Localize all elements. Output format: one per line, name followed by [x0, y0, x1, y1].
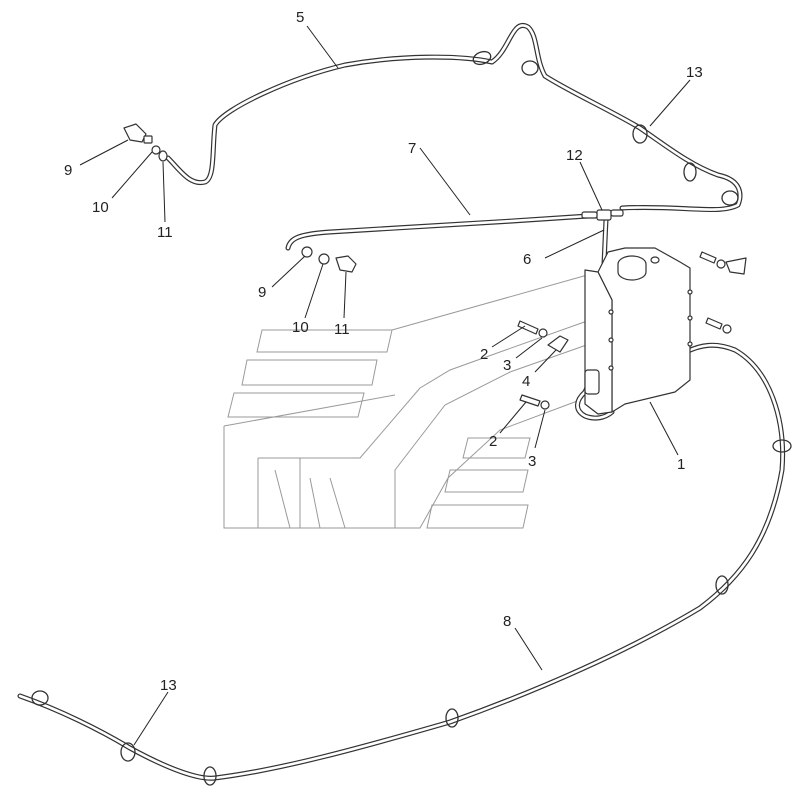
callout-10a: 10: [92, 199, 109, 216]
callout-5: 5: [296, 9, 304, 26]
callout-2b: 2: [489, 433, 497, 450]
callout-10b: 10: [292, 319, 309, 336]
callout-8: 8: [503, 613, 511, 630]
callout-6: 6: [523, 251, 531, 268]
hose-clips: [31, 50, 792, 786]
callout-1: 1: [677, 456, 685, 473]
callout-7: 7: [408, 140, 416, 157]
fasteners: [517, 251, 747, 410]
hose-5: [165, 23, 743, 213]
callout-11a: 11: [157, 224, 173, 241]
callout-2a: 2: [480, 346, 488, 363]
machine-body-outline: [223, 271, 599, 529]
callout-9a: 9: [64, 162, 72, 179]
leader-lines: [79, 25, 691, 746]
callout-12: 12: [566, 147, 583, 164]
nozzle-upper: [123, 123, 168, 162]
washer-reservoir: [584, 247, 693, 415]
callout-labels: 5 13 9 10 11 7 12 6 9 10 11 2 3 4 2 3 1 …: [64, 9, 703, 694]
callout-11b: 11: [334, 321, 350, 338]
callout-3b: 3: [528, 453, 536, 470]
callout-13b: 13: [160, 677, 177, 694]
callout-9b: 9: [258, 284, 266, 301]
hose-7: [285, 213, 591, 251]
nozzle-middle: [301, 246, 357, 273]
hose-8: [17, 342, 786, 781]
tee-connector: [581, 209, 624, 221]
callout-3a: 3: [503, 357, 511, 374]
callout-4: 4: [522, 373, 530, 390]
callout-13a: 13: [686, 64, 703, 81]
